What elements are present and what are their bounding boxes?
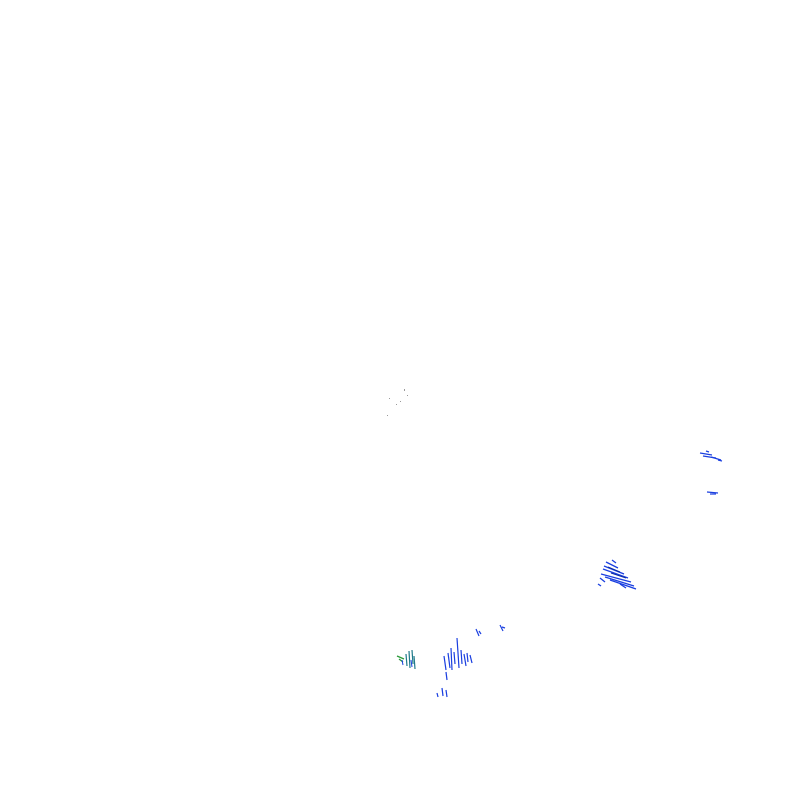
- faint-specks: [387, 389, 408, 416]
- echo-cluster-lower-left-teal: [405, 649, 416, 670]
- echo-cluster-lower-center: [436, 637, 473, 698]
- echo-specks-mid: [475, 624, 506, 637]
- echo-cluster-right-center: [597, 559, 637, 590]
- echo-cluster-upper-right: [699, 450, 723, 462]
- echo-cluster-right-center-dark: [607, 566, 627, 579]
- echo-streak-right: [706, 491, 719, 495]
- echo-cluster-lower-left-blue: [401, 659, 413, 668]
